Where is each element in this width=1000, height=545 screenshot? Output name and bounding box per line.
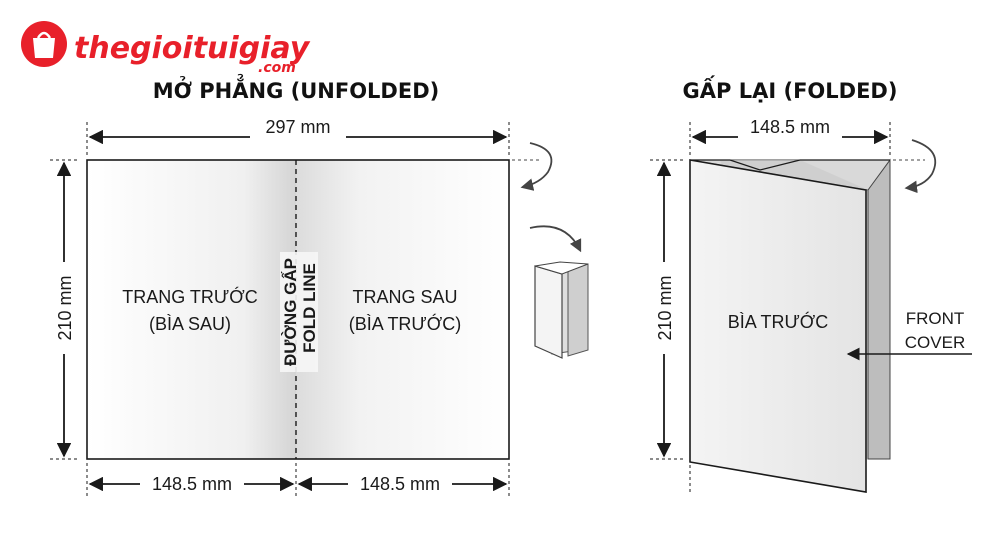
fold-direction-arrow-folded <box>893 139 937 194</box>
front-page-panel <box>87 160 296 459</box>
folded-height-label: 210 mm <box>655 275 675 340</box>
callout-line1: FRONT <box>906 309 965 328</box>
front-cover-callout: FRONT COVER <box>846 309 972 361</box>
folded-booklet-icon <box>529 225 589 359</box>
unfolded-sheet <box>86 159 510 460</box>
folded-title: GẤP LẠI (FOLDED) <box>683 75 898 103</box>
width-label: 297 mm <box>265 117 330 137</box>
fold-direction-arrow-top <box>512 142 553 191</box>
cover-label: BÌA TRƯỚC <box>728 311 829 332</box>
bag-handle-shape <box>36 31 52 39</box>
back-page-label-line2: (BÌA TRƯỚC) <box>349 313 461 334</box>
callout-line2: COVER <box>905 333 965 352</box>
unfolded-title: MỞ PHẲNG (UNFOLDED) <box>153 74 440 103</box>
half-width-dimensions: 148.5 mm 148.5 mm <box>86 463 510 496</box>
front-page-label-line2: (BÌA SAU) <box>149 314 231 334</box>
bag-body-shape <box>33 38 55 58</box>
height-label: 210 mm <box>55 275 75 340</box>
folded-width-dimension: 148.5 mm <box>689 117 891 155</box>
back-page-label-line1: TRANG SAU <box>352 287 457 307</box>
brand-domain: .com <box>258 60 296 76</box>
folded-brochure <box>689 158 891 493</box>
sheet-outline <box>86 159 510 460</box>
front-page-label-line1: TRANG TRƯỚC <box>122 286 257 307</box>
fold-line-label-line2: FOLD LINE <box>300 263 319 353</box>
width-dimension: 297 mm <box>86 117 510 155</box>
folded-height-dimension: 210 mm <box>650 159 691 495</box>
brand-name: thegioituigiay <box>74 31 311 66</box>
brand-logo[interactable]: thegioituigiay .com <box>21 21 311 76</box>
back-page-panel <box>296 160 509 459</box>
fold-line-label-line1: ĐƯỜNG GẤP <box>281 258 300 366</box>
folded-width-label: 148.5 mm <box>750 117 830 137</box>
right-half-label: 148.5 mm <box>360 474 440 494</box>
left-half-label: 148.5 mm <box>152 474 232 494</box>
height-dimension: 210 mm <box>50 159 80 460</box>
front-cover-panel <box>689 159 867 493</box>
